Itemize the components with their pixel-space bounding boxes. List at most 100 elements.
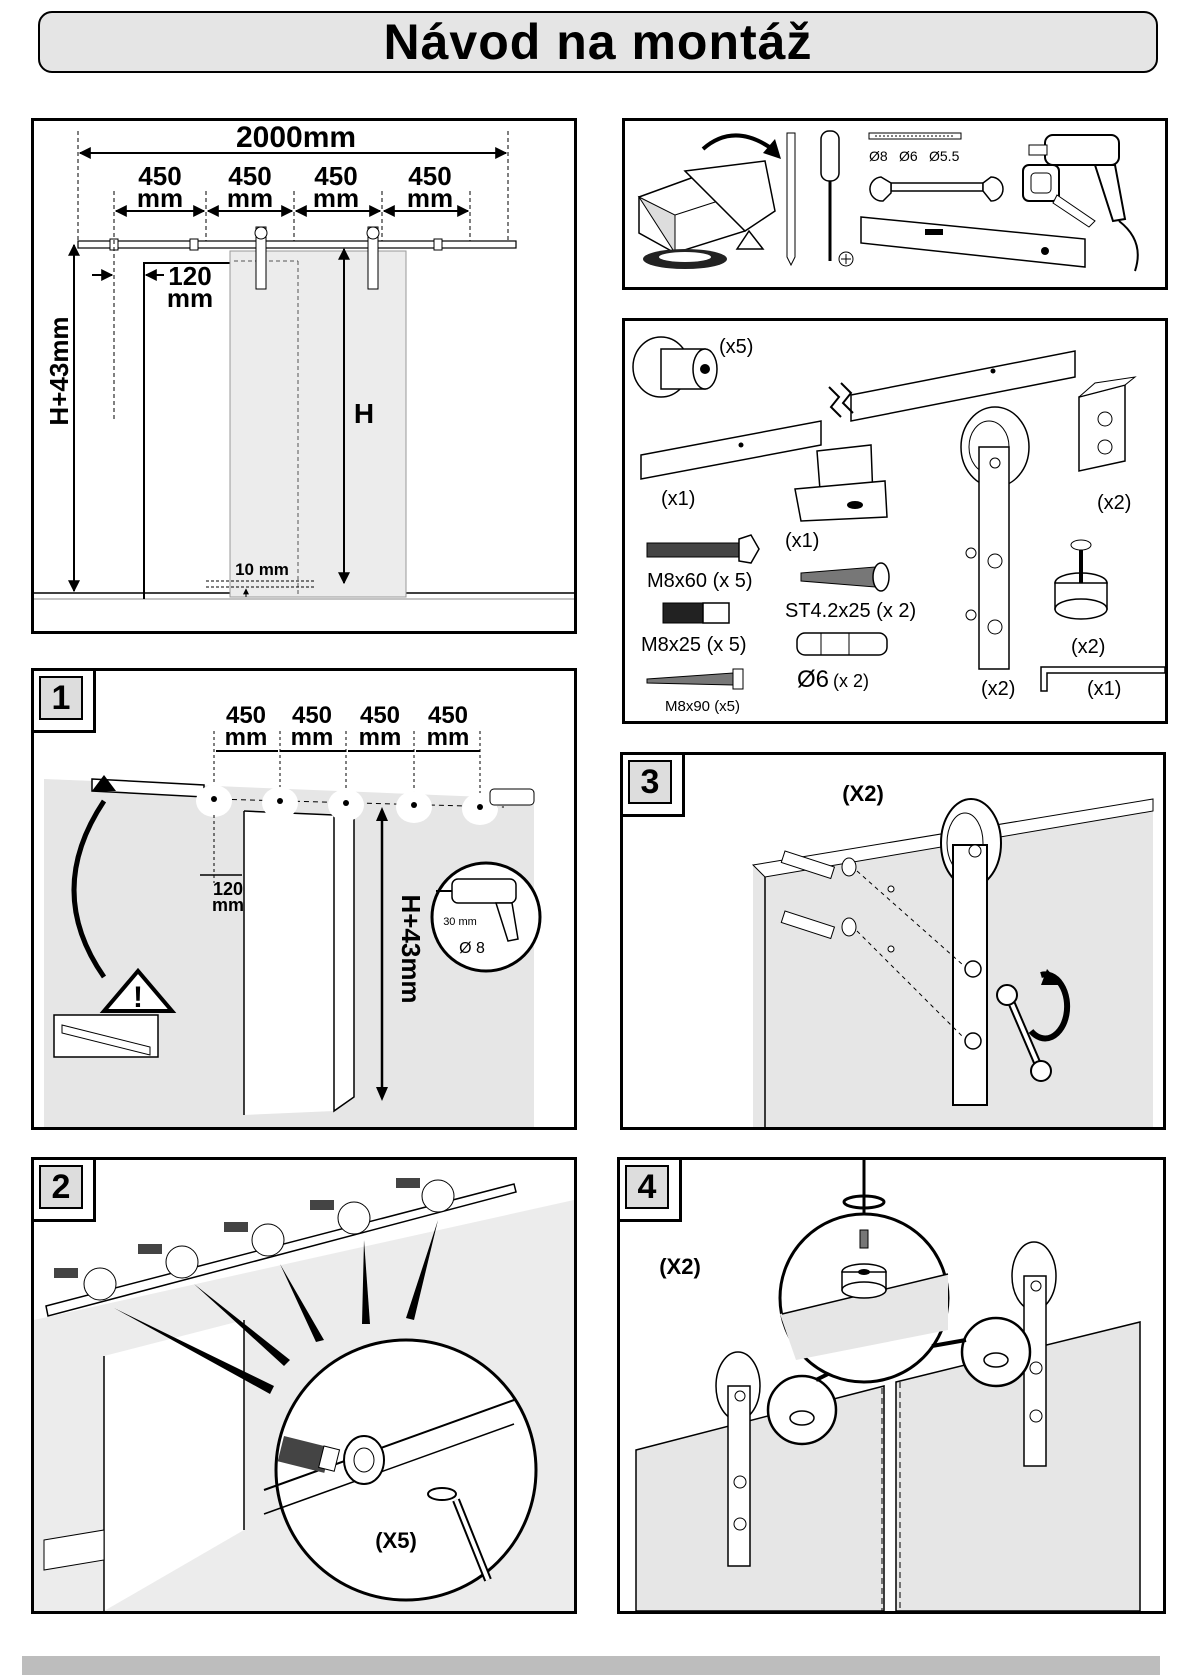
step3-hanger-icon [940,798,1002,1106]
wrench-icon [869,176,1004,202]
page-title: Návod na montáž [383,14,813,70]
s1-spacing-3: 450 [360,702,400,729]
step-3-badge: 3 [628,760,672,804]
warning-glyph: ! [133,981,143,1014]
step-3-number-tab: 3 [623,755,685,817]
track-rail-icon [640,350,1076,480]
s1-unit-2: mm [291,724,334,751]
overview-dimension-diagram: 2000mm 450 mm 450 mm 450 mm 450 mm 120 m… [31,118,577,634]
gap-label: 10 mm [235,560,289,579]
step-2-number-tab: 2 [34,1160,96,1222]
step-1-badge: 1 [39,676,83,720]
screwdriver-icon [820,130,854,267]
footer-bar [22,1656,1160,1675]
spirit-level-icon [860,216,1086,268]
electric-drill-icon [1028,134,1139,272]
spacing-unit-2: mm [227,183,273,213]
s1-offset: 120 [213,879,243,899]
bolt-m8x25-label: M8x25 (x 5) [641,634,747,656]
plumb-bob-icon [735,229,765,250]
offset-label: 120 [168,261,211,291]
allen-key-qty: (x1) [1087,678,1121,700]
parts-drawing: (x5) (x1) (x1) (x2) [632,336,1165,715]
s1-bit-label: Ø 8 [459,940,485,957]
bolt-m8x60-label: M8x60 (x 5) [647,570,753,592]
step-1-drawing: 450 mm 450 mm 450 mm 450 mm 120 mm H+43m… [44,702,542,1127]
guide-wheel-qty: (x2) [1071,636,1105,658]
drill-size-8: Ø8 [869,148,888,164]
floor-guide-icon [794,444,888,522]
door-stopper-icon [1078,376,1137,472]
spacing-unit-1: mm [137,183,183,213]
magnified-bushing-icon [277,1435,492,1582]
drill-bits-icon [868,132,962,140]
anchor-qty: (x 2) [833,671,869,691]
step4-hanger-left-icon [715,1351,761,1567]
bushing-qty: (x5) [719,336,753,358]
allen-key-icon [1040,666,1165,692]
s1-unit-4: mm [427,724,470,751]
spacing-label-2: 450 [228,161,271,191]
s1-spacing-1: 450 [226,702,266,729]
drill-size-5-5: Ø5.5 [929,148,960,164]
s1-height-label: H+43mm [396,894,426,1003]
stopper-qty: (x2) [1097,492,1131,514]
screw-st4-icon [800,562,890,592]
hanger-wheel-icon [960,406,1030,670]
step4-hanger-right-icon [1011,1241,1057,1467]
step3-bolts-icon [780,850,857,940]
step-4-number: 4 [637,1167,657,1206]
floor-guide-qty: (x1) [785,530,819,552]
guide-wheel-icon [1054,539,1108,620]
step-1-number-tab: 1 [34,671,96,733]
step3-wrench-icon [996,984,1052,1082]
s1-spacing-4: 450 [428,702,468,729]
step-1-number: 1 [51,678,71,717]
spacing-unit-3: mm [313,183,359,213]
screw-m8x90-icon [646,668,744,690]
spacer-bushing-icon [632,336,718,398]
hanger-qty: (x2) [981,678,1015,700]
step-3-qty: (X2) [842,781,884,806]
spacing-label-3: 450 [314,161,357,191]
step-2-badge: 2 [39,1165,83,1209]
step-1-panel: 450 mm 450 mm 450 mm 450 mm 120 mm H+43m… [31,668,577,1130]
step-2-number: 2 [51,1167,71,1206]
bolt-m8x60-icon [646,534,760,564]
screw-m8x90-label: M8x90 (x5) [665,698,740,715]
bolt-m8x25-icon [662,602,730,624]
parts-list-panel: (x5) (x1) (x1) (x2) [622,318,1168,724]
spacing-label-4: 450 [408,161,451,191]
s1-unit-3: mm [359,724,402,751]
step-3-panel: (X2) 3 [620,752,1166,1130]
s1-unit-1: mm [225,724,268,751]
guide-wheel-detail-icon [841,1229,887,1299]
warning-triangle-icon [99,967,177,1013]
s1-offset-unit: mm [212,895,244,915]
step1-drill-icon [436,878,519,942]
s1-depth-label: 30 mm [443,916,477,928]
step-4-number-tab: 4 [620,1160,682,1222]
step-2-panel: (X5) 2 [31,1157,577,1614]
tools-drawing: Ø8 Ø6 Ø5.5 [637,130,1139,272]
offset-unit: mm [167,283,213,313]
toolbox-icon [637,160,776,255]
pencil-icon [786,132,796,267]
door-height-label: H [354,398,374,429]
rail-qty: (x1) [661,488,695,510]
anchor-label: Ø6 [797,666,829,693]
drill-size-6: Ø6 [899,148,918,164]
s1-spacing-2: 450 [292,702,332,729]
spacing-unit-4: mm [407,183,453,213]
guide-wheel-right-icon [983,1352,1009,1368]
wall-anchor-icon [796,632,888,656]
screw-st4-label: ST4.2x25 (x 2) [785,600,916,622]
step-2-drawing: (X5) [34,1178,574,1611]
overview-drawing: 2000mm 450 mm 450 mm 450 mm 450 mm 120 m… [34,121,574,600]
tape-measure-icon [1022,164,1096,228]
spacing-label-1: 450 [138,161,181,191]
guide-wheel-left-icon [789,1410,815,1426]
step-4-drawing: (X2) [635,1160,1141,1611]
step-4-badge: 4 [625,1165,669,1209]
title-banner: Návod na montáž [38,11,1158,73]
